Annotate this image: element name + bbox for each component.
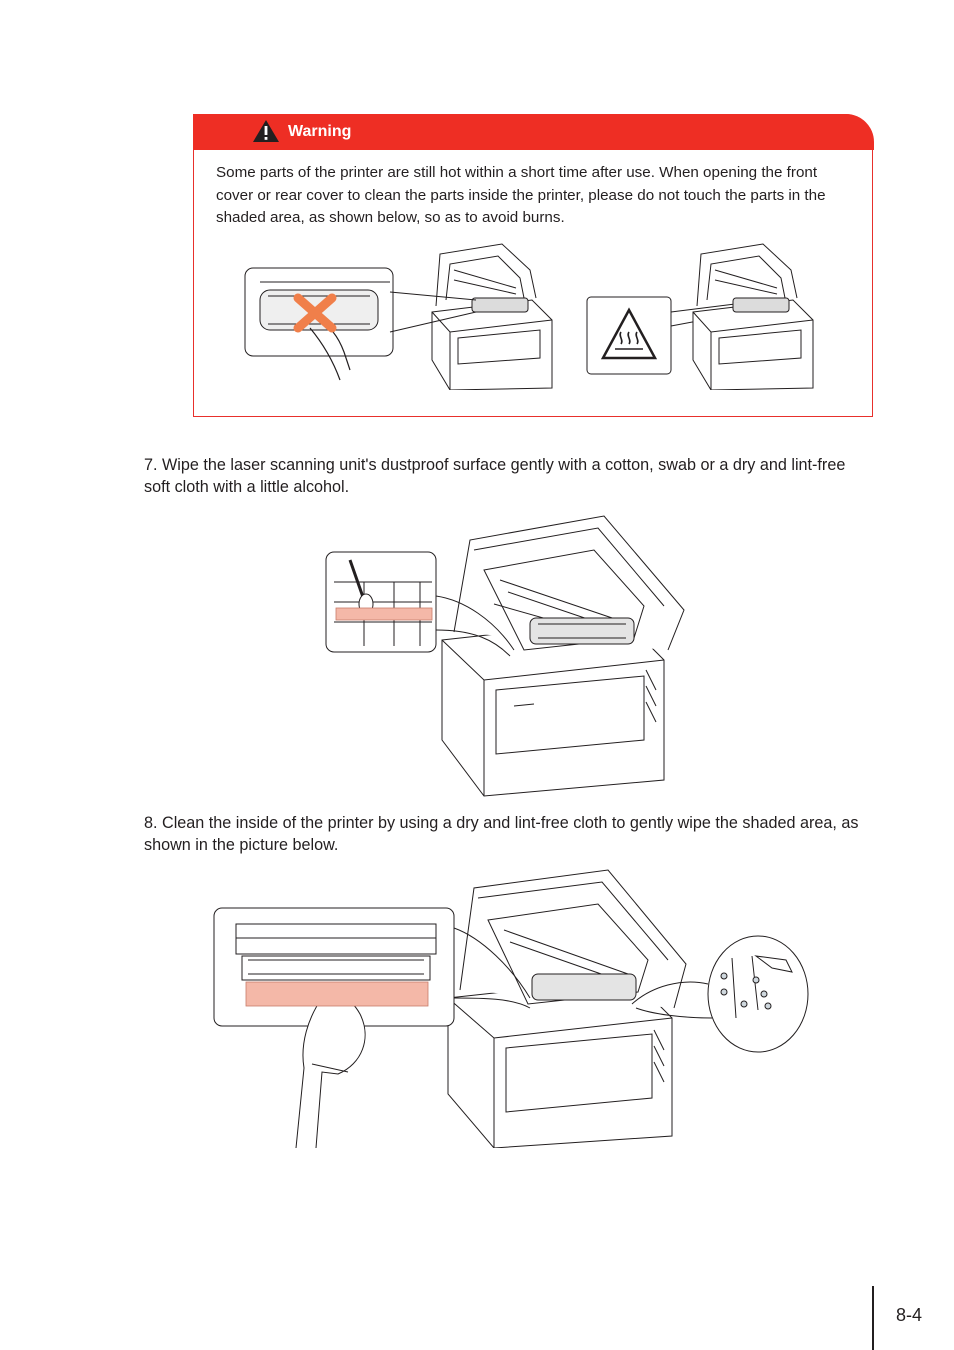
warning-text: Some parts of the printer are still hot … [216,164,826,226]
hot-parts-do-not-touch-illustration [244,243,553,390]
step-7-text: 7. Wipe the laser scanning unit's dustpr… [144,456,846,496]
laser-scanning-unit-cleaning-illustration [325,515,685,797]
warning-box: Warning Some parts of the printer are st… [193,114,874,417]
shaded-area [335,607,433,621]
hot-surface-illustration [586,243,814,390]
warning-triangle-icon [253,120,279,142]
do-not-touch-cross-icon [293,293,337,333]
page-rule [872,1286,874,1350]
hot-surface-icon [600,307,658,360]
shaded-area [245,981,429,1007]
printer-interior-cleaning-illustration [213,869,809,1148]
warning-header: Warning [193,114,874,150]
warning-title: Warning [288,123,352,140]
step-8-text: 8. Clean the inside of the printer by us… [144,814,859,854]
page-number: 8-4 [896,1305,923,1325]
